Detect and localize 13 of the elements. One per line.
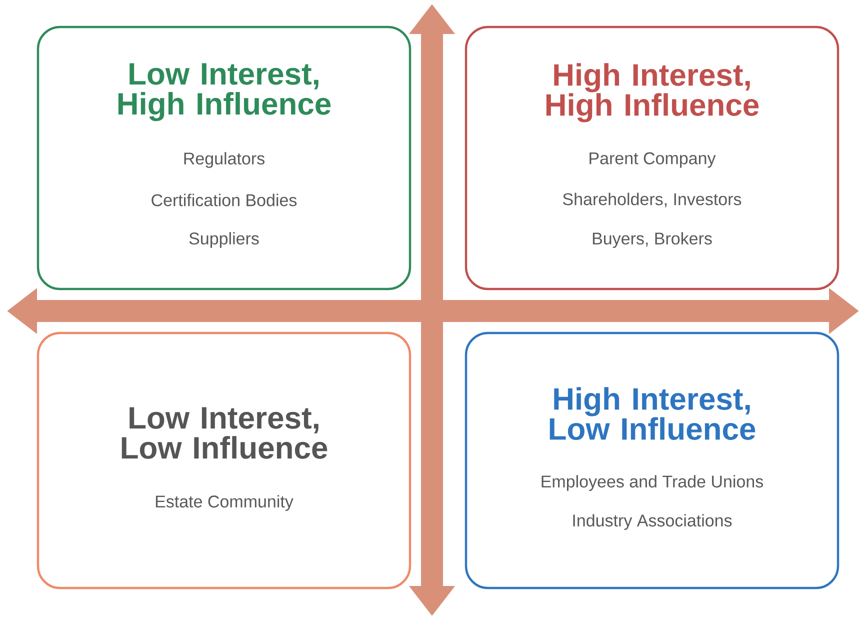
stakeholder-text: Employees and Trade Unions xyxy=(542,475,764,491)
stakeholder-text: Parent Company xyxy=(590,152,716,168)
stakeholder-text: Shareholders, Investors xyxy=(563,192,742,208)
stakeholder-text: Suppliers xyxy=(189,232,259,248)
stakeholder-text: Certification Bodies xyxy=(152,194,297,206)
quadrant-heading: Low Interest, Low Influence xyxy=(122,407,328,459)
quadrant-heading: High Interest, Low Influence xyxy=(550,387,756,440)
stakeholder-text: Industry Associations xyxy=(573,514,732,530)
stakeholder-text: Estate Community xyxy=(156,495,294,511)
stakeholder-text: Regulators xyxy=(184,152,264,168)
quadrant-heading: Low Interest, High Influence xyxy=(118,63,331,122)
stakeholder-text: Buyers, Brokers xyxy=(592,232,712,248)
quadrant-heading: High Interest, High Influence xyxy=(546,63,759,122)
